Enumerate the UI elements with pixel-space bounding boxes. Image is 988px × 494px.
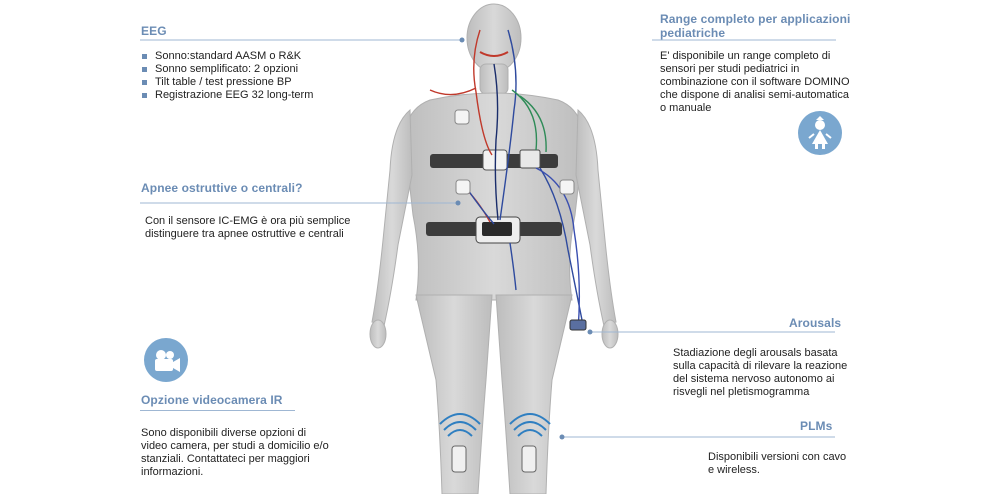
child-icon — [798, 111, 842, 155]
camera-rule — [140, 410, 295, 411]
apnea-text-line: Con il sensore IC-EMG è ora più semplice — [145, 215, 351, 227]
camera-title: Opzione videocamera IR — [141, 393, 283, 407]
list-item: Tilt table / test pressione BP — [141, 76, 313, 89]
apnea-text-line: distinguere tra apnee ostruttive e centr… — [145, 228, 344, 240]
arousals-text-line: sulla capacità di rilevare la reazione — [673, 360, 848, 372]
list-item-text: Sonno:standard AASM o R&K — [155, 50, 302, 62]
arousals-text-line: Stadiazione degli arousals basata — [673, 347, 838, 359]
camera-text-line: Sono disponibili diverse opzioni di — [141, 427, 307, 439]
plms-title: PLMs — [800, 419, 833, 433]
plms-text: Disponibili versioni con cavo e wireless… — [708, 451, 846, 477]
arousals-title: Arousals — [789, 316, 842, 330]
arousals-text-line: del sistema nervoso autonomo ai — [673, 373, 835, 385]
pediatric-title: Range completo per applicazioni pediatri… — [660, 12, 850, 40]
leg-sensor-left — [439, 413, 481, 473]
pediatric-title-line: Range completo per applicazioni — [660, 12, 851, 26]
pediatric-text-line: che dispone di analisi semi-automatica — [660, 89, 849, 101]
sensor-wires — [429, 29, 585, 331]
arousals-text-line: risvegli nel pletismogramma — [673, 386, 810, 398]
arousals-text: Stadiazione degli arousals basata sulla … — [673, 347, 847, 399]
apnea-title: Apnee ostruttive o centrali? — [141, 181, 303, 195]
camera-text-line: video camera, per studi a domicilio e/o — [141, 440, 329, 452]
list-item-text: Tilt table / test pressione BP — [155, 76, 292, 88]
pediatric-text: E' disponibile un range completo di sens… — [660, 50, 850, 115]
camera-text-line: stanziali. Contattateci per maggiori — [141, 453, 310, 465]
camera-text: Sono disponibili diverse opzioni di vide… — [141, 427, 329, 479]
camera-text-line: informazioni. — [141, 466, 204, 478]
list-item-text: Registrazione EEG 32 long-term — [155, 89, 314, 101]
leg-sensor-right — [509, 413, 551, 473]
leader-lines — [140, 39, 836, 438]
apnea-text: Con il sensore IC-EMG è ora più semplice… — [145, 215, 350, 241]
pediatric-text-line: o manuale — [660, 102, 712, 114]
pediatric-text-line: E' disponibile un range completo di — [660, 50, 831, 62]
eeg-list: Sonno:standard AASM o R&K Sonno semplifi… — [141, 50, 313, 102]
list-item: Registrazione EEG 32 long-term — [141, 89, 313, 102]
plms-text-line: e wireless. — [708, 464, 760, 476]
list-item-text: Sonno semplificato: 2 opzioni — [155, 63, 299, 75]
video-camera-icon — [144, 338, 188, 382]
pediatric-text-line: sensori per studi pediatrici in — [660, 63, 800, 75]
eeg-title: EEG — [141, 24, 167, 38]
list-item: Sonno:standard AASM o R&K — [141, 50, 313, 63]
plms-text-line: Disponibili versioni con cavo — [708, 451, 847, 463]
body-silhouette — [369, 3, 619, 494]
pediatric-title-line: pediatriche — [660, 26, 726, 40]
list-item: Sonno semplificato: 2 opzioni — [141, 63, 313, 76]
pediatric-text-line: combinazione con il software DOMINO — [660, 76, 850, 88]
